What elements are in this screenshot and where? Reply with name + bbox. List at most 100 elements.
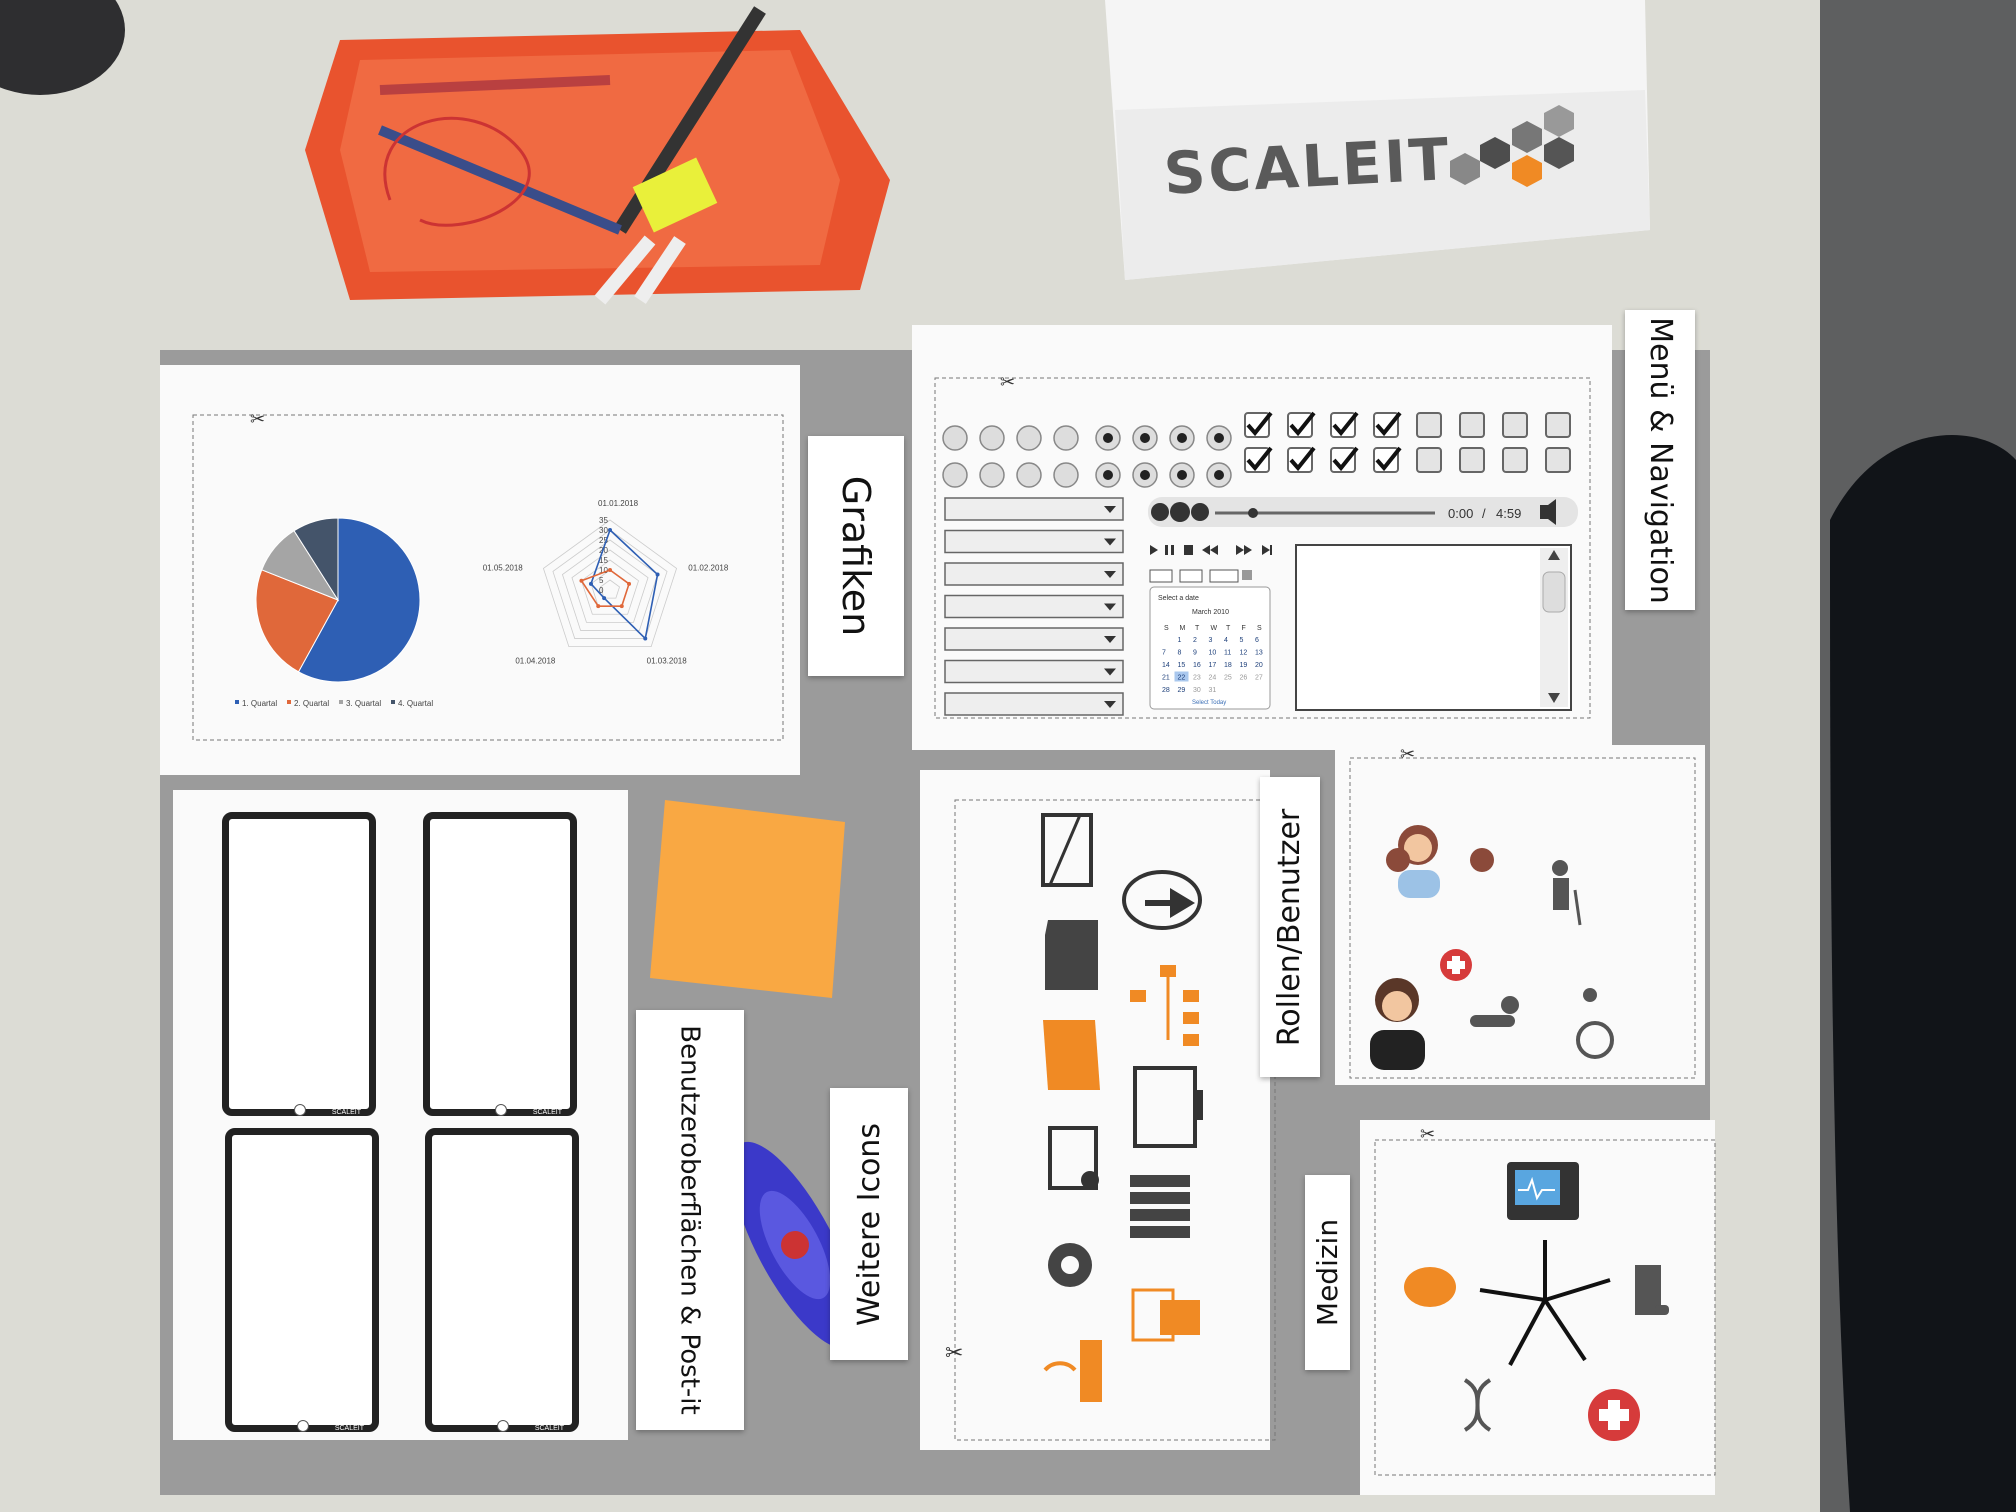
- calendar-day[interactable]: 31: [1209, 687, 1217, 694]
- calendar-day[interactable]: 8: [1178, 650, 1182, 657]
- calendar-day[interactable]: 19: [1240, 662, 1248, 669]
- radar-tick-label: 0: [599, 586, 604, 595]
- dropdown[interactable]: [944, 594, 1124, 619]
- select-today-link: Select Today: [1192, 700, 1226, 706]
- label-weitere-icons: Weitere Icons: [830, 1088, 908, 1360]
- calendar-day[interactable]: 15: [1178, 662, 1186, 669]
- radar-grid-ring: [552, 529, 668, 639]
- calendar-day[interactable]: 3: [1209, 637, 1213, 644]
- calendar-day[interactable]: 12: [1240, 650, 1248, 657]
- calendar-day[interactable]: 14: [1162, 662, 1170, 669]
- checkbox[interactable]: [1416, 412, 1442, 438]
- checkmark-icon: [1332, 446, 1359, 472]
- radio-button[interactable]: [1016, 462, 1042, 488]
- radar-series-line: [580, 569, 630, 607]
- label-rollen-benutzer: Rollen/Benutzer: [1260, 777, 1320, 1077]
- calendar-day[interactable]: 7: [1162, 650, 1166, 657]
- dropdown[interactable]: [944, 497, 1124, 521]
- radio-dot: [1103, 470, 1113, 480]
- radar-category-label: 01.02.2018: [688, 564, 729, 573]
- legend-swatch: [391, 700, 395, 704]
- checkmark-icon: [1246, 446, 1273, 472]
- weekday-label: T: [1226, 625, 1231, 632]
- radar-category-label: 01.04.2018: [515, 656, 556, 665]
- radar-tick-label: 5: [599, 576, 604, 585]
- calendar-day[interactable]: 2: [1193, 637, 1197, 644]
- radio-button[interactable]: [1016, 425, 1042, 451]
- datepicker-title: Select a date: [1158, 595, 1199, 602]
- radio-button[interactable]: [979, 462, 1005, 488]
- radar-point: [627, 581, 632, 586]
- label-menu-navigation-text: Menü & Navigation: [1642, 316, 1678, 604]
- chevron-down-icon: [1104, 668, 1116, 676]
- checkbox[interactable]: [1502, 447, 1528, 473]
- dark-object: [0, 0, 125, 95]
- white-marker: [594, 235, 656, 305]
- calendar-day[interactable]: 1: [1178, 637, 1182, 644]
- calendar-day[interactable]: 4: [1224, 637, 1228, 644]
- label-benutzeroberflaechen: Benutzeroberflächen & Post-it: [636, 1010, 744, 1430]
- calendar-day[interactable]: 27: [1255, 675, 1263, 682]
- calendar-day[interactable]: 9: [1193, 650, 1197, 657]
- checkmark-icon: [1289, 446, 1316, 472]
- label-medizin: Medizin: [1305, 1175, 1350, 1370]
- checkbox[interactable]: [1416, 447, 1442, 473]
- ecg-monitor-icon: [1507, 1162, 1579, 1220]
- checkbox[interactable]: [1459, 447, 1485, 473]
- calendar-day[interactable]: 29: [1178, 687, 1186, 694]
- dropdown[interactable]: [944, 529, 1124, 554]
- dropdown-list: [944, 497, 1124, 716]
- radio-button[interactable]: [979, 425, 1005, 451]
- calendar-day[interactable]: 18: [1224, 662, 1232, 669]
- weekday-label: T: [1195, 625, 1200, 632]
- calendar-day[interactable]: 5: [1240, 637, 1244, 644]
- calendar-day[interactable]: 30: [1193, 687, 1201, 694]
- radar-point: [643, 636, 648, 641]
- checkmark-icon: [1332, 411, 1359, 437]
- radio-button[interactable]: [1053, 462, 1079, 488]
- dropdown[interactable]: [944, 627, 1124, 651]
- datepicker-month: March 2010: [1192, 609, 1229, 616]
- rubber-band: [383, 116, 531, 227]
- calendar-day[interactable]: 6: [1255, 637, 1259, 644]
- radio-button[interactable]: [942, 425, 968, 451]
- radar-point: [602, 596, 607, 601]
- time-separator: /: [1482, 506, 1486, 521]
- checkmark-icon: [1375, 446, 1402, 472]
- calendar-day[interactable]: 17: [1209, 662, 1217, 669]
- calendar-day[interactable]: 28: [1162, 687, 1170, 694]
- radar-tick-label: 30: [599, 526, 608, 535]
- calendar-day[interactable]: 24: [1209, 675, 1217, 682]
- calendar-day[interactable]: 13: [1255, 650, 1263, 657]
- calendar-day[interactable]: 16: [1193, 662, 1201, 669]
- calendar-day[interactable]: 26: [1240, 675, 1248, 682]
- calendar-day[interactable]: 23: [1193, 675, 1201, 682]
- radio-button[interactable]: [942, 462, 968, 488]
- checkbox[interactable]: [1545, 412, 1571, 438]
- scroll-down-icon: [1548, 693, 1560, 703]
- calendar-day[interactable]: 20: [1255, 662, 1263, 669]
- calendar-day[interactable]: 21: [1162, 675, 1170, 682]
- phone-brand: SCALEIT: [532, 1109, 562, 1116]
- webcam-icon: [1048, 1243, 1092, 1287]
- scroll-up-icon: [1548, 550, 1560, 560]
- legend-swatch: [339, 700, 343, 704]
- radio-dot: [1214, 433, 1224, 443]
- calendar-day[interactable]: 25: [1224, 675, 1232, 682]
- dropdown[interactable]: [944, 562, 1124, 586]
- chevron-down-icon: [1104, 506, 1116, 513]
- calendar-day[interactable]: 22: [1178, 675, 1186, 682]
- radar-grid-ring: [580, 559, 640, 615]
- calendar-day[interactable]: 10: [1209, 650, 1217, 657]
- dropdown[interactable]: [944, 692, 1124, 716]
- dropdown[interactable]: [944, 659, 1124, 684]
- checkmark-icon: [1246, 411, 1273, 437]
- date-fields: [1149, 569, 1252, 583]
- checkbox[interactable]: [1502, 412, 1528, 438]
- radar-point: [608, 528, 612, 532]
- checkbox[interactable]: [1459, 412, 1485, 438]
- radio-button[interactable]: [1053, 425, 1079, 451]
- radar-grid-ring: [571, 549, 649, 623]
- checkbox[interactable]: [1545, 447, 1571, 473]
- calendar-day[interactable]: 11: [1224, 650, 1231, 657]
